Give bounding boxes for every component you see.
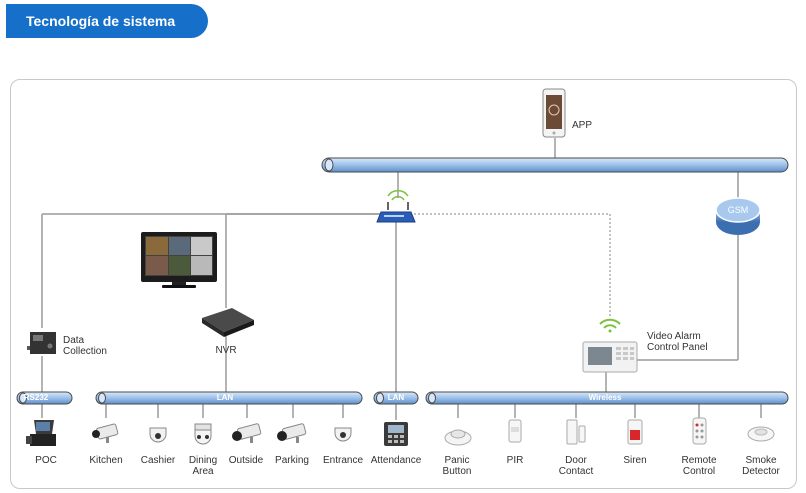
lan-bus-cameras [95, 391, 363, 405]
device-label: Panic Button [442, 455, 472, 477]
device-label: POC [35, 455, 57, 466]
door-contact-icon [566, 419, 586, 445]
dome-camera-icon [334, 427, 352, 442]
device-label: Attendance [370, 455, 422, 466]
lan-bus-attendance [373, 391, 419, 405]
bullet-camera-icon [92, 423, 119, 443]
device-label: Parking [275, 455, 309, 466]
dome-camera-icon [194, 423, 212, 445]
device-label: PIR [506, 455, 524, 466]
lan-bus-label: LAN [216, 393, 234, 402]
section-title: Tecnología de sistema [6, 4, 208, 38]
pos-terminal-icon [26, 420, 56, 446]
smartphone-icon [542, 88, 566, 138]
device-label: Smoke Detector [742, 455, 780, 477]
device-label: Dining Area [188, 455, 218, 477]
rs232-bus-label: RS232 [23, 393, 49, 402]
gsm-label: GSM [727, 205, 749, 215]
data-collection-label: Data Collection [63, 335, 107, 357]
app-label: APP [572, 120, 593, 131]
remote-control-icon [692, 417, 707, 445]
nvr-device-icon [202, 308, 254, 337]
wireless-bus-label: Wireless [588, 393, 622, 402]
siren-icon [627, 419, 643, 445]
panic-button-icon [444, 429, 472, 446]
monitor-icon [141, 232, 217, 288]
device-label: Siren [623, 455, 647, 466]
device-label: Kitchen [89, 455, 123, 466]
top-bus [321, 157, 789, 173]
lan-bus-label: LAN [387, 393, 405, 402]
wifi-signal-icon [599, 318, 621, 333]
device-label: Entrance [322, 455, 364, 466]
control-panel-label: Video Alarm Control Panel [647, 331, 708, 353]
alarm-control-panel-icon [582, 341, 638, 373]
wireless-dotted-link [414, 213, 611, 318]
wireless-bus [425, 391, 789, 405]
smoke-detector-icon [747, 426, 775, 442]
connection-lines [41, 138, 762, 420]
device-label: Outside [228, 455, 264, 466]
router-icon [376, 189, 416, 223]
gsm-module-icon [715, 197, 761, 235]
bullet-camera-icon [277, 423, 307, 443]
device-label: Cashier [140, 455, 176, 466]
data-collection-device-icon [27, 332, 56, 354]
device-label: Door Contact [558, 455, 594, 477]
nvr-label: NVR [215, 345, 237, 356]
diagram-frame [10, 79, 797, 489]
attendance-terminal-icon [384, 422, 408, 446]
rs232-bus [16, 391, 73, 405]
dome-camera-icon [149, 427, 167, 443]
device-label: Remote Control [681, 455, 717, 477]
pir-sensor-icon [508, 419, 522, 443]
bullet-camera-icon [232, 423, 262, 443]
